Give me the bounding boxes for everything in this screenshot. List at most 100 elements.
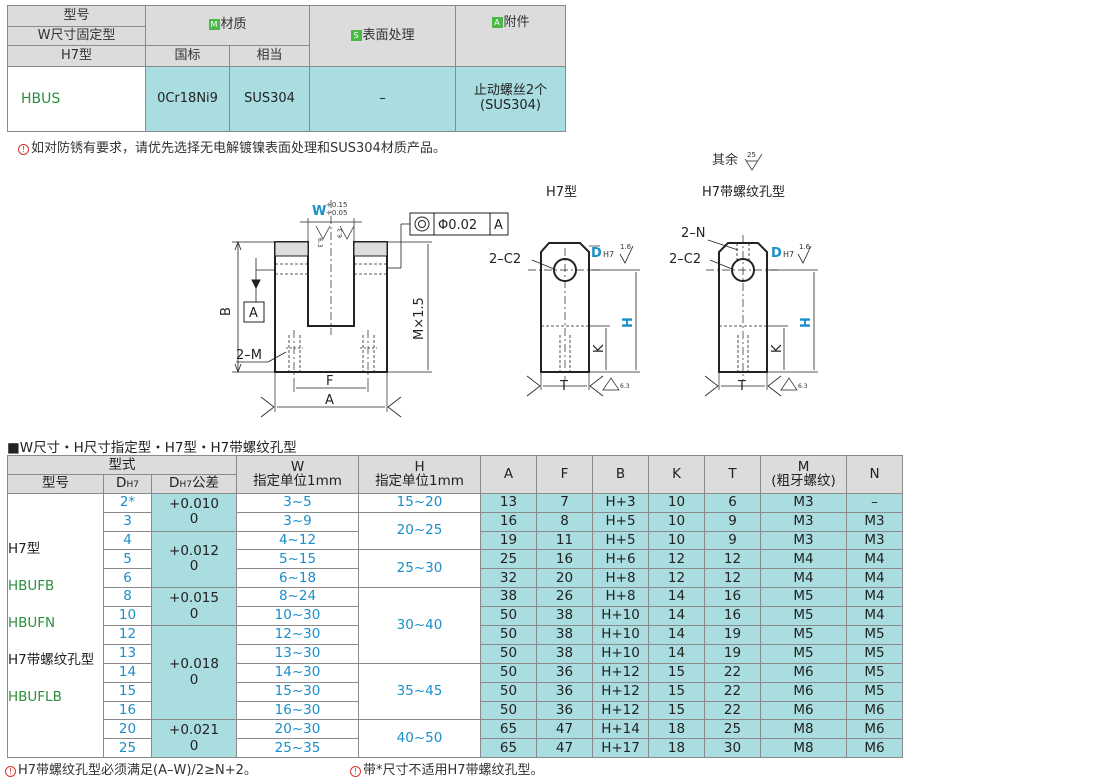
th-form: 型式 [6,455,238,475]
a-cell: 65 [480,719,538,740]
h-label-thread: H [799,317,814,328]
w-cell: 16~30 [236,700,360,721]
w-cell: 10~30 [236,606,360,627]
a-cell: 38 [480,587,538,608]
f-cell: 36 [536,681,594,702]
th-k: K [648,455,706,494]
m-cell: M5 [760,625,848,645]
b-cell: H+12 [592,681,650,702]
b-cell: H+10 [592,606,650,627]
spec-row-gb: 0Cr18Ni9 [145,66,230,132]
f-cell: 8 [536,511,594,532]
b-label: B [219,307,234,316]
th-d-tol: DH7公差 [150,473,238,494]
n-cell: M6 [846,700,904,721]
tol-frame-value: Φ0.02 [438,218,477,233]
f-cell: 38 [536,625,594,645]
w-tol-upper: +0.15 [326,201,347,209]
k-cell: 14 [648,643,706,664]
n-cell: M4 [846,606,904,627]
m-cell: M5 [760,643,848,664]
f-label: F [326,374,333,389]
b-cell: H+17 [592,738,650,759]
model-cell: H7型 HBUFB HBUFN H7带螺纹孔型 HBUFLB [7,492,104,759]
warning-icon: ! [350,766,361,777]
t-label-thread: T [737,379,746,394]
th-a: A [480,455,538,494]
t-cell: 22 [704,700,762,721]
t-cell: 22 [704,662,762,683]
two-m-label: 2–M [236,348,262,363]
tolerance-frame: Φ0.02 A [409,212,509,236]
b-cell: H+6 [592,549,650,570]
w-cell: 14~30 [236,662,360,683]
k-cell: 10 [648,511,706,532]
d-label-h7: D [591,246,602,261]
m-cell: M4 [760,568,848,589]
t-cell: 16 [704,587,762,608]
w-label: W [312,204,326,219]
technical-drawing: 其余 25 H7型 H7带螺纹孔型 [219,151,818,418]
t-cell: 12 [704,549,762,570]
d-cell: 8 [103,587,152,608]
w-cell: 3~5 [236,492,360,513]
m-cell: M3 [760,530,848,551]
spec-h7-header: H7型 [7,45,146,67]
th-t: T [704,455,762,494]
m-cell: M6 [760,681,848,702]
surface-badge: S [350,29,362,41]
n-cell: M5 [846,662,904,683]
n-cell: M5 [846,643,904,664]
main-section-title: ■W尺寸・H尺寸指定型・H7型・H7带螺纹孔型 [7,440,297,456]
model-h7-thread: H7带螺纹孔型 [8,651,95,668]
h7-thread-title: H7带螺纹孔型 [702,185,785,200]
h7-thread-side-view [704,235,818,397]
f-cell: 36 [536,700,594,721]
roughness-63-thread: 6.3 [798,383,808,390]
d-cell: 2* [103,492,152,513]
t-cell: 12 [704,568,762,589]
w-cell: 20~30 [236,719,360,740]
n-cell: M6 [846,738,904,759]
k-label-h7: K [592,344,607,353]
b-cell: H+5 [592,530,650,551]
k-cell: 14 [648,587,706,608]
f-cell: 47 [536,738,594,759]
d-cell: 4 [103,530,152,551]
m-cell: M6 [760,700,848,721]
a-cell: 50 [480,625,538,645]
roughness-25-text: 25 [747,151,756,159]
d-cell: 20 [103,719,152,740]
m-x-15-label: M×1.5 [412,297,427,340]
a-cell: 50 [480,681,538,702]
d-cell: 10 [103,606,152,627]
n-cell: M4 [846,587,904,608]
tol-frame-ref: A [494,218,503,233]
k-cell: 12 [648,549,706,570]
b-cell: H+3 [592,492,650,513]
two-n-label: 2–N [681,226,706,241]
n-cell: M6 [846,719,904,740]
k-cell: 10 [648,530,706,551]
a-cell: 32 [480,568,538,589]
w-cell: 8~24 [236,587,360,608]
m-cell: M5 [760,587,848,608]
f-cell: 38 [536,606,594,627]
m-cell: M8 [760,738,848,759]
warning-icon: ! [5,766,16,777]
a-cell: 50 [480,662,538,683]
k-cell: 15 [648,700,706,721]
w-tol-lower: +0.05 [326,209,347,217]
h7-side-view [526,242,640,397]
k-cell: 15 [648,681,706,702]
w-cell: 5~15 [236,549,360,570]
a-cell: 16 [480,511,538,532]
w-cell: 13~30 [236,643,360,664]
a-cell: 50 [480,643,538,664]
roughness-63-h7: 6.3 [620,383,630,390]
n-cell: M3 [846,530,904,551]
